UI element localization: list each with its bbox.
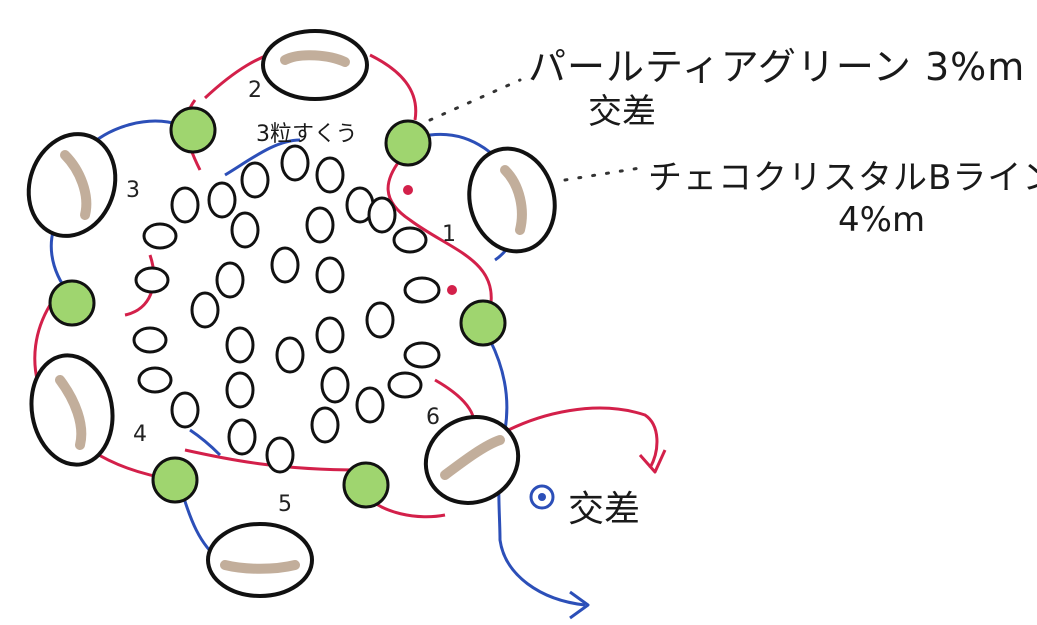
exit-arrows xyxy=(569,449,667,620)
pearl-label: パールティアグリーン 3%m xyxy=(528,45,1026,89)
pearl-bead xyxy=(169,106,217,154)
seed-bead xyxy=(270,246,300,284)
seed-bead xyxy=(315,256,345,294)
leader-line-pearl xyxy=(428,78,522,122)
crystal-label: チェコクリスタルBライン xyxy=(648,158,1037,198)
petal-number-1: 1 xyxy=(442,222,456,247)
seed-bead xyxy=(137,366,173,394)
crystal-bead-bottom xyxy=(206,522,314,598)
cross-symbol-icon xyxy=(529,484,555,510)
seed-bead xyxy=(230,211,260,249)
seed-bead xyxy=(190,291,220,329)
blue-thread-right xyxy=(488,339,586,607)
red-thread-bottom xyxy=(184,448,446,519)
leader-line-crystal xyxy=(563,166,642,182)
seed-bead xyxy=(240,161,270,199)
seed-bead xyxy=(392,226,428,254)
pearl-bead xyxy=(459,299,507,347)
crystal-bead-right-lower xyxy=(423,415,521,505)
seed-bead xyxy=(355,386,385,424)
petal-number-5: 5 xyxy=(278,492,292,517)
seed-bead xyxy=(170,391,200,429)
red-dot xyxy=(403,185,413,195)
pearl-bead xyxy=(151,456,199,504)
red-dot xyxy=(447,285,457,295)
leader-lines xyxy=(428,78,642,182)
crystal-size-label: 4%m xyxy=(838,200,926,240)
seed-bead xyxy=(315,316,345,354)
seed-bead xyxy=(387,371,423,399)
seed-bead xyxy=(225,326,255,364)
red-thread-right xyxy=(386,159,493,311)
crystal-bead-right-upper xyxy=(467,146,557,254)
center-bead-ring xyxy=(132,144,441,474)
blue-thread-inner xyxy=(189,138,301,457)
red-dots xyxy=(403,185,457,295)
seed-bead xyxy=(315,156,345,194)
pearl-bead xyxy=(342,461,390,509)
petal-number-2: 2 xyxy=(248,78,262,103)
seed-bead xyxy=(134,266,170,294)
seed-bead xyxy=(310,406,340,444)
petal-number-6: 6 xyxy=(426,405,440,430)
crystal-bead-left-upper xyxy=(26,132,118,238)
red-thread-exit xyxy=(489,406,659,469)
seed-bead xyxy=(215,261,245,299)
seed-bead xyxy=(142,222,178,250)
seed-bead xyxy=(403,276,441,304)
seed-bead xyxy=(305,206,335,244)
seed-bead xyxy=(225,371,255,409)
red-arrow-head xyxy=(638,449,667,474)
seed-bead xyxy=(265,436,295,474)
seed-bead xyxy=(207,181,237,219)
seed-bead xyxy=(170,186,200,224)
seed-bead xyxy=(320,366,350,404)
seed-bead xyxy=(280,144,310,182)
legend-cross-label: 交差 xyxy=(568,489,641,530)
crystal-bead-left-lower xyxy=(29,353,115,467)
pearl-cross-label: 交差 xyxy=(588,92,656,132)
pearl-beads xyxy=(48,106,507,509)
seed-bead xyxy=(367,196,397,234)
center-note-label: 3粒すくう xyxy=(256,122,358,147)
blue-arrow-head xyxy=(569,590,590,620)
pearl-bead xyxy=(384,119,432,167)
seed-bead xyxy=(227,418,257,456)
seed-bead xyxy=(132,326,168,354)
seed-bead xyxy=(275,336,305,374)
crystal-beads xyxy=(26,29,557,598)
seed-bead xyxy=(403,341,441,369)
pearl-bead xyxy=(48,279,96,327)
petal-number-4: 4 xyxy=(133,422,147,447)
crystal-bead-top xyxy=(261,29,369,101)
seed-bead xyxy=(365,301,395,339)
petal-number-3: 3 xyxy=(126,178,140,203)
